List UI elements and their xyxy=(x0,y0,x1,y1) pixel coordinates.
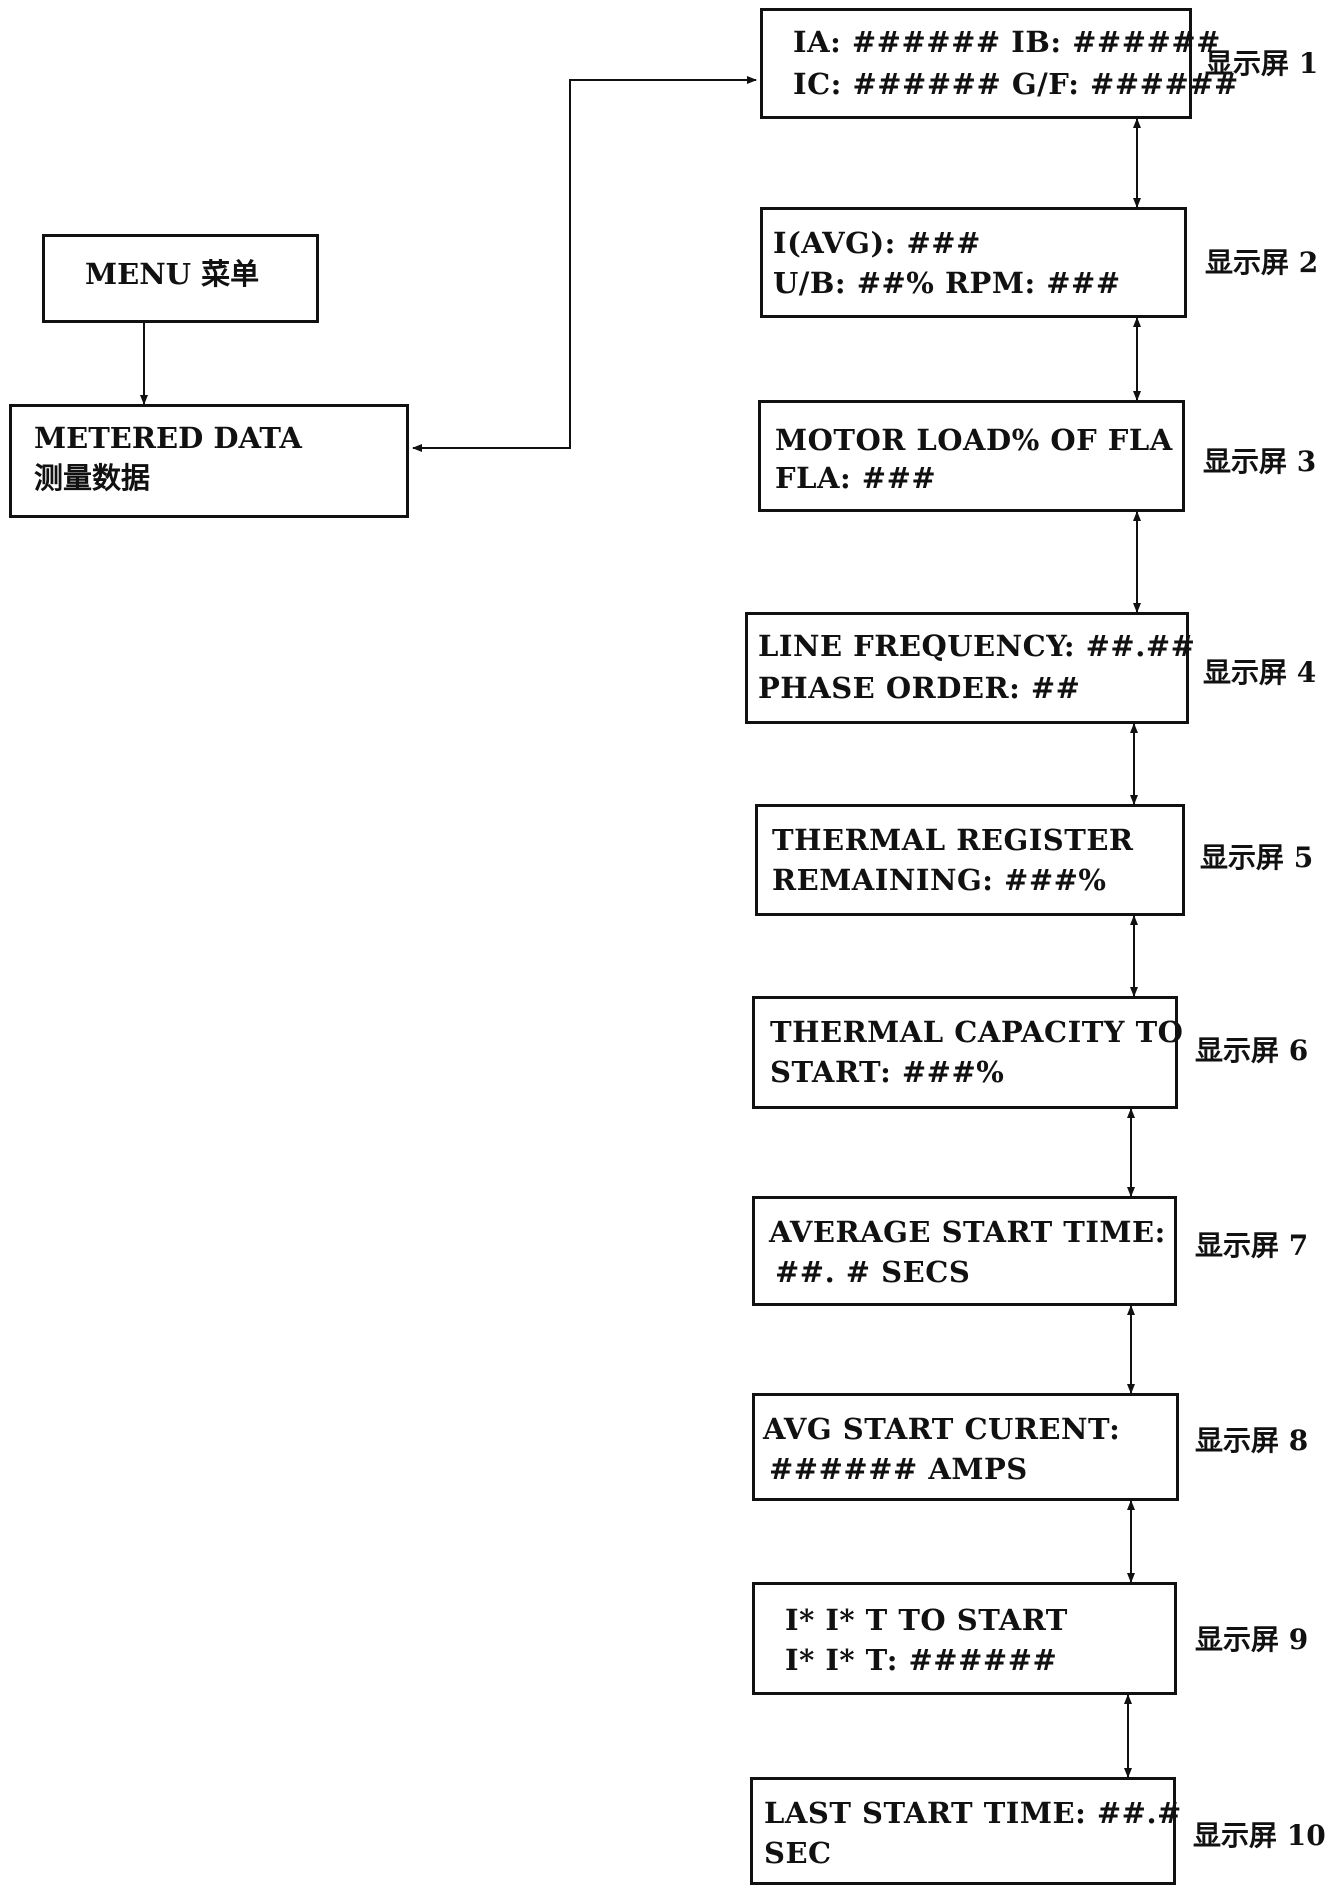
screen-box-3: MOTOR LOAD% OF FLA FLA: ### xyxy=(758,400,1185,512)
screen-1-line-2: IC: ###### G/F: ###### xyxy=(793,67,1239,101)
menu-box: MENU 菜单 xyxy=(42,234,319,323)
screen-1-line-1: IA: ###### IB: ###### xyxy=(793,25,1221,59)
screen-label-10: 显示屏 10 xyxy=(1193,1819,1326,1852)
screen-box-2: I(AVG): ### U/B: ##% RPM: ### xyxy=(760,207,1187,318)
screen-box-5: THERMAL REGISTER REMAINING: ###% xyxy=(755,804,1185,916)
screen-box-4: LINE FREQUENCY: ##.## PHASE ORDER: ## xyxy=(745,612,1195,724)
screen-box-8: AVG START CURENT: ###### AMPS xyxy=(752,1393,1179,1501)
screen-label-3: 显示屏 3 xyxy=(1203,445,1317,478)
metered-data-title: METERED DATA xyxy=(34,421,302,455)
screen-label-9: 显示屏 9 xyxy=(1195,1623,1309,1656)
screen-10-line-1: LAST START TIME: ##.# xyxy=(764,1796,1182,1830)
screen-box-9: I* I* T TO START I* I* T: ###### xyxy=(752,1582,1177,1695)
metered-data-subtitle: 测量数据 xyxy=(34,461,151,495)
screen-7-line-2: ##. # SECS xyxy=(775,1255,971,1289)
screen-box-1: IA: ###### IB: ###### IC: ###### G/F: ##… xyxy=(760,8,1238,119)
screen-label-8: 显示屏 8 xyxy=(1195,1424,1309,1457)
screen-6-line-2: START: ###% xyxy=(770,1055,1005,1089)
menu-label: MENU 菜单 xyxy=(85,257,260,291)
screen-5-line-2: REMAINING: ###% xyxy=(772,863,1107,897)
screen-label-1: 显示屏 1 xyxy=(1205,47,1319,80)
screen-7-line-1: AVERAGE START TIME: xyxy=(769,1215,1166,1249)
screen-label-7: 显示屏 7 xyxy=(1195,1229,1309,1262)
screen-8-line-1: AVG START CURENT: xyxy=(763,1412,1121,1446)
screen-9-line-2: I* I* T: ###### xyxy=(785,1643,1058,1677)
screen-2-line-2: U/B: ##% RPM: ### xyxy=(773,266,1121,300)
screen-4-line-1: LINE FREQUENCY: ##.## xyxy=(758,629,1196,663)
screen-box-10: LAST START TIME: ##.# SEC xyxy=(750,1777,1181,1885)
screen-8-line-2: ###### AMPS xyxy=(769,1452,1028,1486)
screen-3-line-1: MOTOR LOAD% OF FLA xyxy=(775,423,1173,457)
screen-6-line-1: THERMAL CAPACITY TO xyxy=(770,1015,1184,1049)
screen-label-6: 显示屏 6 xyxy=(1195,1034,1309,1067)
screen-box-7: AVERAGE START TIME: ##. # SECS xyxy=(752,1196,1177,1306)
metered-data-box: METERED DATA 测量数据 xyxy=(9,404,409,518)
screen-label-4: 显示屏 4 xyxy=(1203,656,1317,689)
screen-4-line-2: PHASE ORDER: ## xyxy=(758,671,1081,705)
screen-label-5: 显示屏 5 xyxy=(1200,841,1314,874)
screen-2-line-1: I(AVG): ### xyxy=(773,226,981,260)
screen-label-2: 显示屏 2 xyxy=(1205,246,1319,279)
screen-box-6: THERMAL CAPACITY TO START: ###% xyxy=(752,996,1183,1109)
screen-5-line-1: THERMAL REGISTER xyxy=(772,823,1134,857)
screen-3-line-2: FLA: ### xyxy=(775,461,937,495)
screen-9-line-1: I* I* T TO START xyxy=(785,1603,1068,1637)
arrow-metered-to-screen-1 xyxy=(412,76,757,452)
screen-10-line-2: SEC xyxy=(764,1836,832,1870)
